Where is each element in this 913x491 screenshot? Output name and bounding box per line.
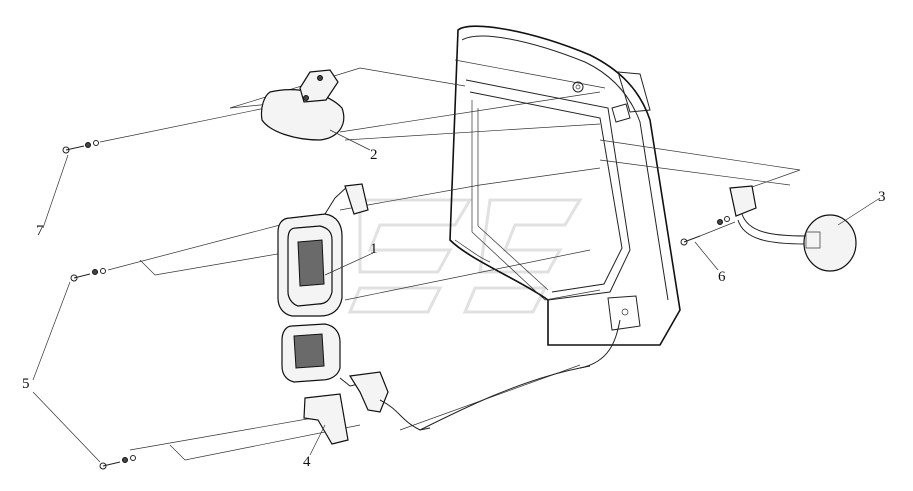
cab-door-frame — [449, 25, 681, 346]
bolts-5-lower — [99, 455, 136, 470]
callout-5: 5 — [22, 376, 30, 392]
bolts-5-upper — [70, 268, 106, 282]
wide-angle-mirror — [729, 185, 857, 272]
callout-1: 1 — [370, 241, 378, 257]
assembly-lines — [99, 67, 801, 461]
watermark-logo — [347, 198, 583, 314]
mirror-bracket — [303, 393, 431, 445]
callout-3: 3 — [878, 189, 886, 205]
callout-7: 7 — [36, 223, 44, 239]
bolts-6 — [680, 216, 730, 246]
callout-4: 4 — [303, 454, 311, 470]
small-mirror — [260, 69, 345, 141]
callout-2: 2 — [370, 147, 378, 163]
bolts-7 — [62, 140, 99, 154]
mirror-cable — [419, 319, 621, 431]
main-mirror-assembly — [277, 183, 389, 413]
leader-lines — [32, 129, 881, 463]
callout-6: 6 — [718, 269, 726, 285]
